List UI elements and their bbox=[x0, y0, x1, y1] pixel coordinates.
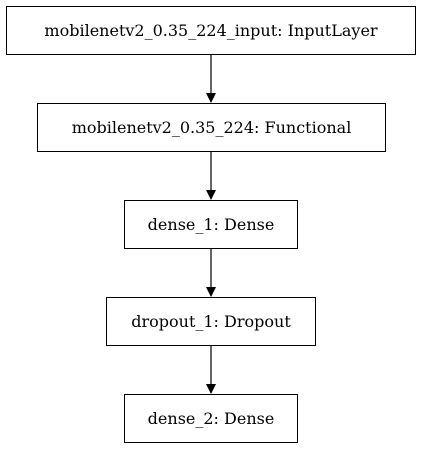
node-dense-2: dense_2: Dense bbox=[124, 394, 298, 443]
node-dense-1: dense_1: Dense bbox=[124, 200, 298, 249]
node-mobilenetv2-input-layer: mobilenetv2_0.35_224_input: InputLayer bbox=[6, 6, 416, 55]
node-dropout-1: dropout_1: Dropout bbox=[106, 297, 316, 346]
node-mobilenetv2-functional: mobilenetv2_0.35_224: Functional bbox=[37, 103, 386, 152]
